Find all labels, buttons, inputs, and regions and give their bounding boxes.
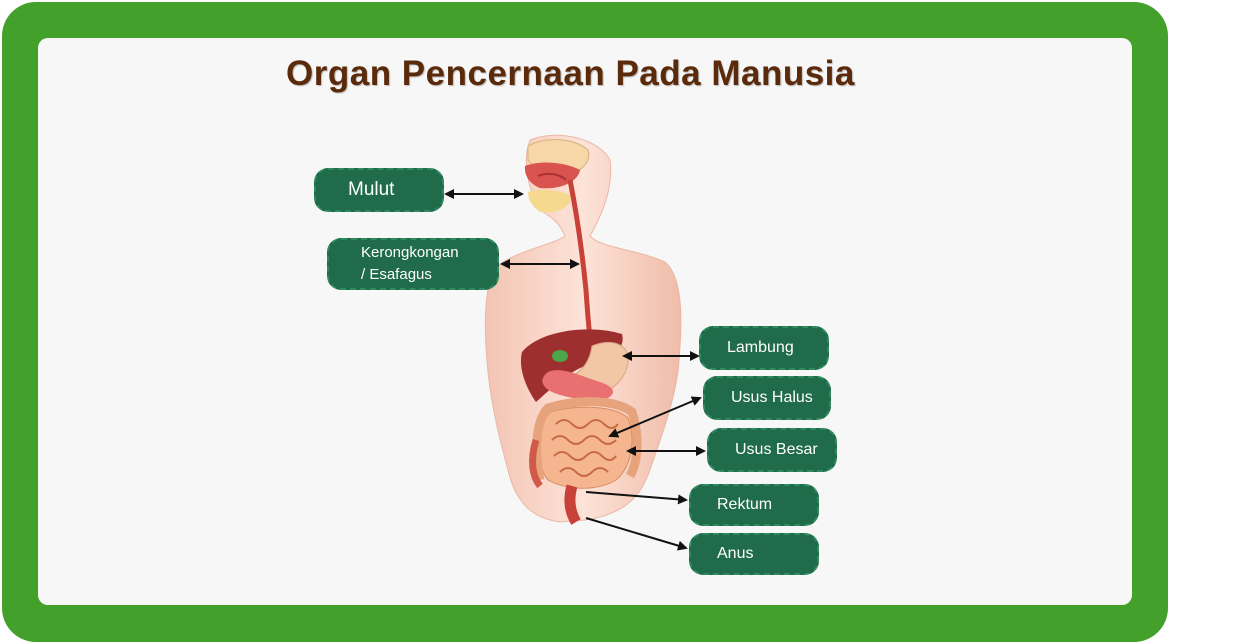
label-kerongkongan-line2: / Esafagus <box>361 266 432 283</box>
label-usus-besar-text: Usus Besar <box>735 441 818 458</box>
label-kerongkongan-line1: Kerongkongan <box>361 244 459 261</box>
label-mulut-text: Mulut <box>348 179 395 200</box>
small-intestine-icon <box>538 406 633 489</box>
arrow-usus-halus <box>608 396 702 438</box>
label-anus: Anus <box>689 533 819 575</box>
label-mulut: Mulut <box>314 168 444 212</box>
label-rektum-text: Rektum <box>717 496 773 513</box>
page-title: Organ Pencernaan Pada Manusia <box>286 54 855 93</box>
arrow-rektum <box>585 491 688 505</box>
gallbladder-icon <box>552 350 568 362</box>
label-usus-halus-text: Usus Halus <box>731 389 813 406</box>
label-rektum: Rektum <box>689 484 819 526</box>
label-anus-text: Anus <box>717 545 754 562</box>
mouth-icon <box>524 139 590 213</box>
rectum-icon <box>564 484 581 525</box>
pancreas-icon <box>542 370 614 400</box>
label-lambung-text: Lambung <box>727 339 794 356</box>
label-lambung: Lambung <box>699 326 829 370</box>
arrow-anus <box>585 517 688 551</box>
label-usus-halus: Usus Halus <box>703 376 831 420</box>
label-kerongkongan: Kerongkongan / Esafagus <box>327 238 499 290</box>
label-usus-besar: Usus Besar <box>707 428 837 472</box>
appendix-icon <box>529 438 543 489</box>
